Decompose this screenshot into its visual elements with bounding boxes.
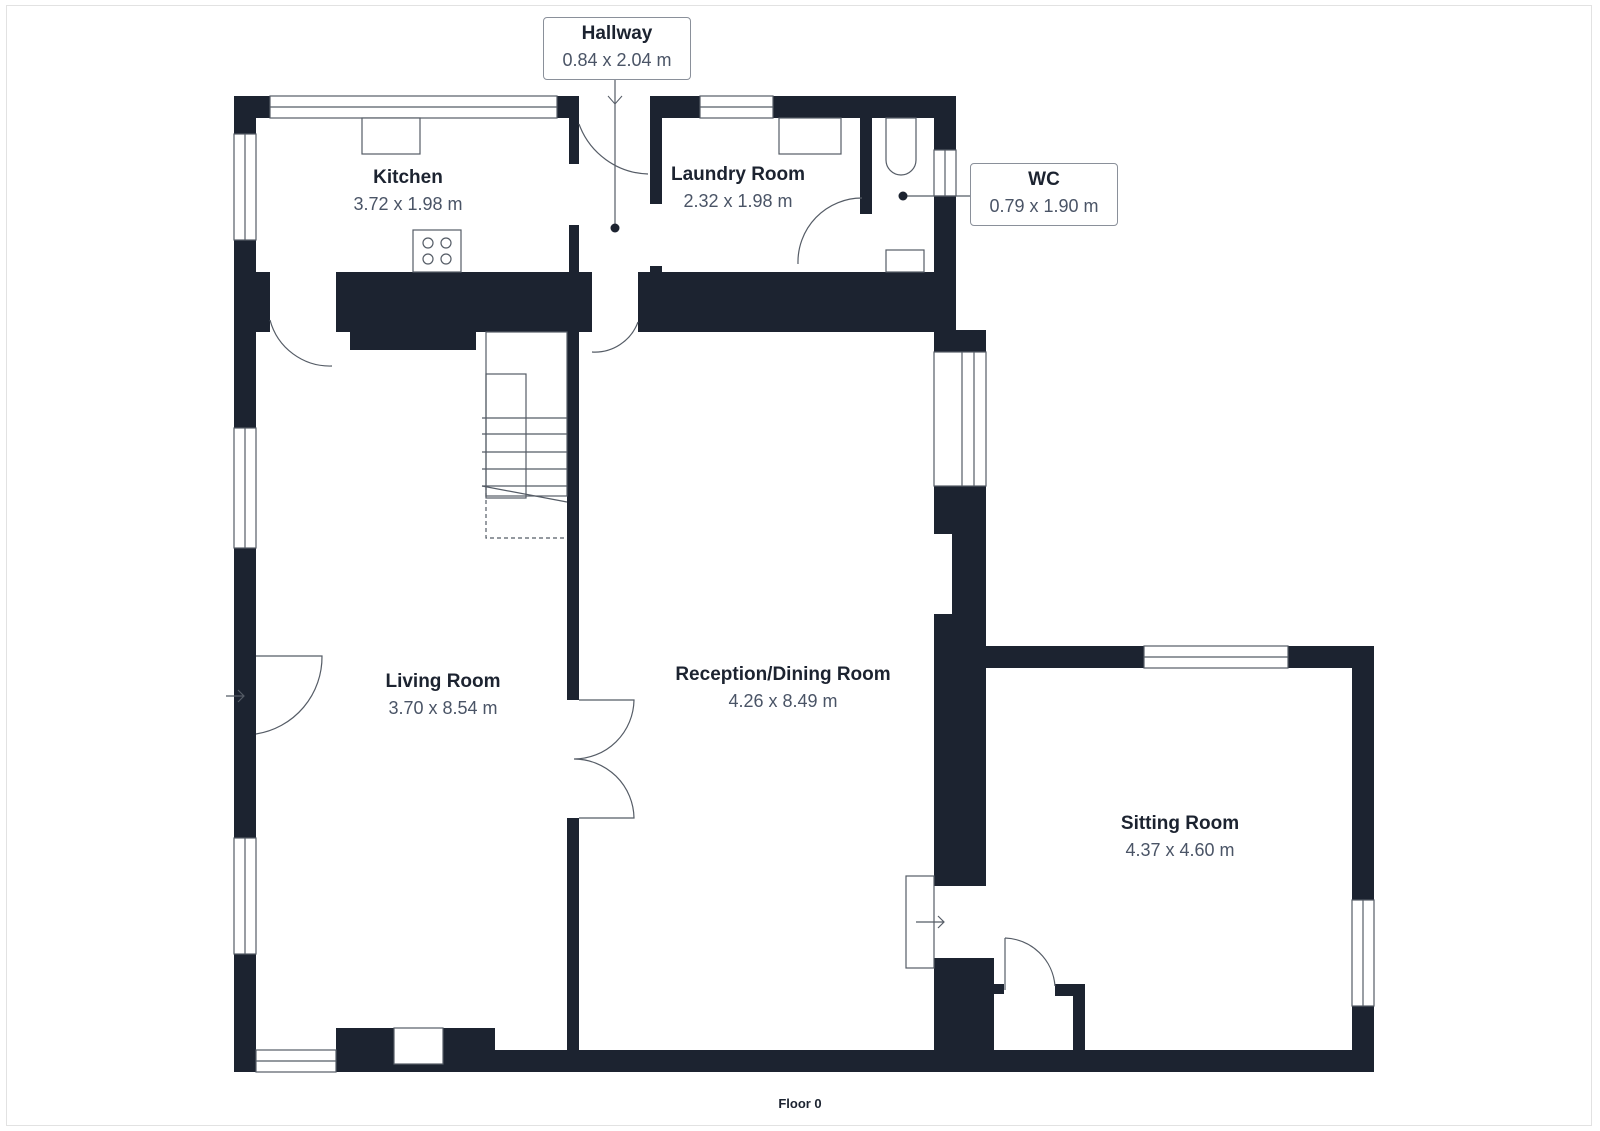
doors	[255, 123, 1056, 990]
toilet-icon	[885, 117, 917, 176]
stairs-icon	[481, 331, 568, 539]
entrance-arrow-icon	[226, 689, 945, 929]
room-label-kitchen: Kitchen 3.72 x 1.98 m	[353, 165, 462, 217]
room-dims: 4.37 x 4.60 m	[1125, 840, 1235, 860]
room-label-living: Living Room 3.70 x 8.54 m	[385, 669, 500, 721]
room-dims: 2.32 x 1.98 m	[683, 191, 793, 211]
room-name: WC	[1028, 169, 1060, 190]
room-name: Kitchen	[373, 167, 443, 188]
hallway-callout: Hallway 0.84 x 2.04 m	[543, 17, 691, 80]
room-name: Hallway	[581, 23, 653, 44]
room-name: Sitting Room	[1120, 813, 1240, 834]
fixtures	[361, 117, 925, 1065]
room-label-laundry: Laundry Room 2.32 x 1.98 m	[671, 162, 805, 214]
room-dims: 3.72 x 1.98 m	[353, 194, 463, 214]
sink-icon	[361, 117, 421, 155]
room-name: Living Room	[385, 671, 501, 692]
windows	[233, 95, 1375, 1073]
fireplace-icon	[393, 1027, 444, 1065]
floor-label: Floor 0	[778, 1096, 822, 1111]
sink-icon	[778, 117, 842, 155]
walls	[234, 96, 1374, 1072]
room-dims: 0.79 x 1.90 m	[989, 196, 1099, 216]
room-label-sitting: Sitting Room 4.37 x 4.60 m	[1121, 811, 1239, 863]
room-label-reception: Reception/Dining Room 4.26 x 8.49 m	[675, 662, 890, 714]
room-dims: 0.84 x 2.04 m	[562, 50, 672, 70]
sink-icon	[885, 249, 925, 273]
room-dims: 4.26 x 8.49 m	[728, 691, 838, 711]
room-dims: 3.70 x 8.54 m	[388, 698, 498, 718]
hob-icon	[412, 229, 462, 273]
room-name: Reception/Dining Room	[675, 664, 891, 685]
page-frame	[6, 5, 1592, 1126]
room-name: Laundry Room	[670, 164, 806, 185]
wc-callout: WC 0.79 x 1.90 m	[970, 163, 1118, 226]
